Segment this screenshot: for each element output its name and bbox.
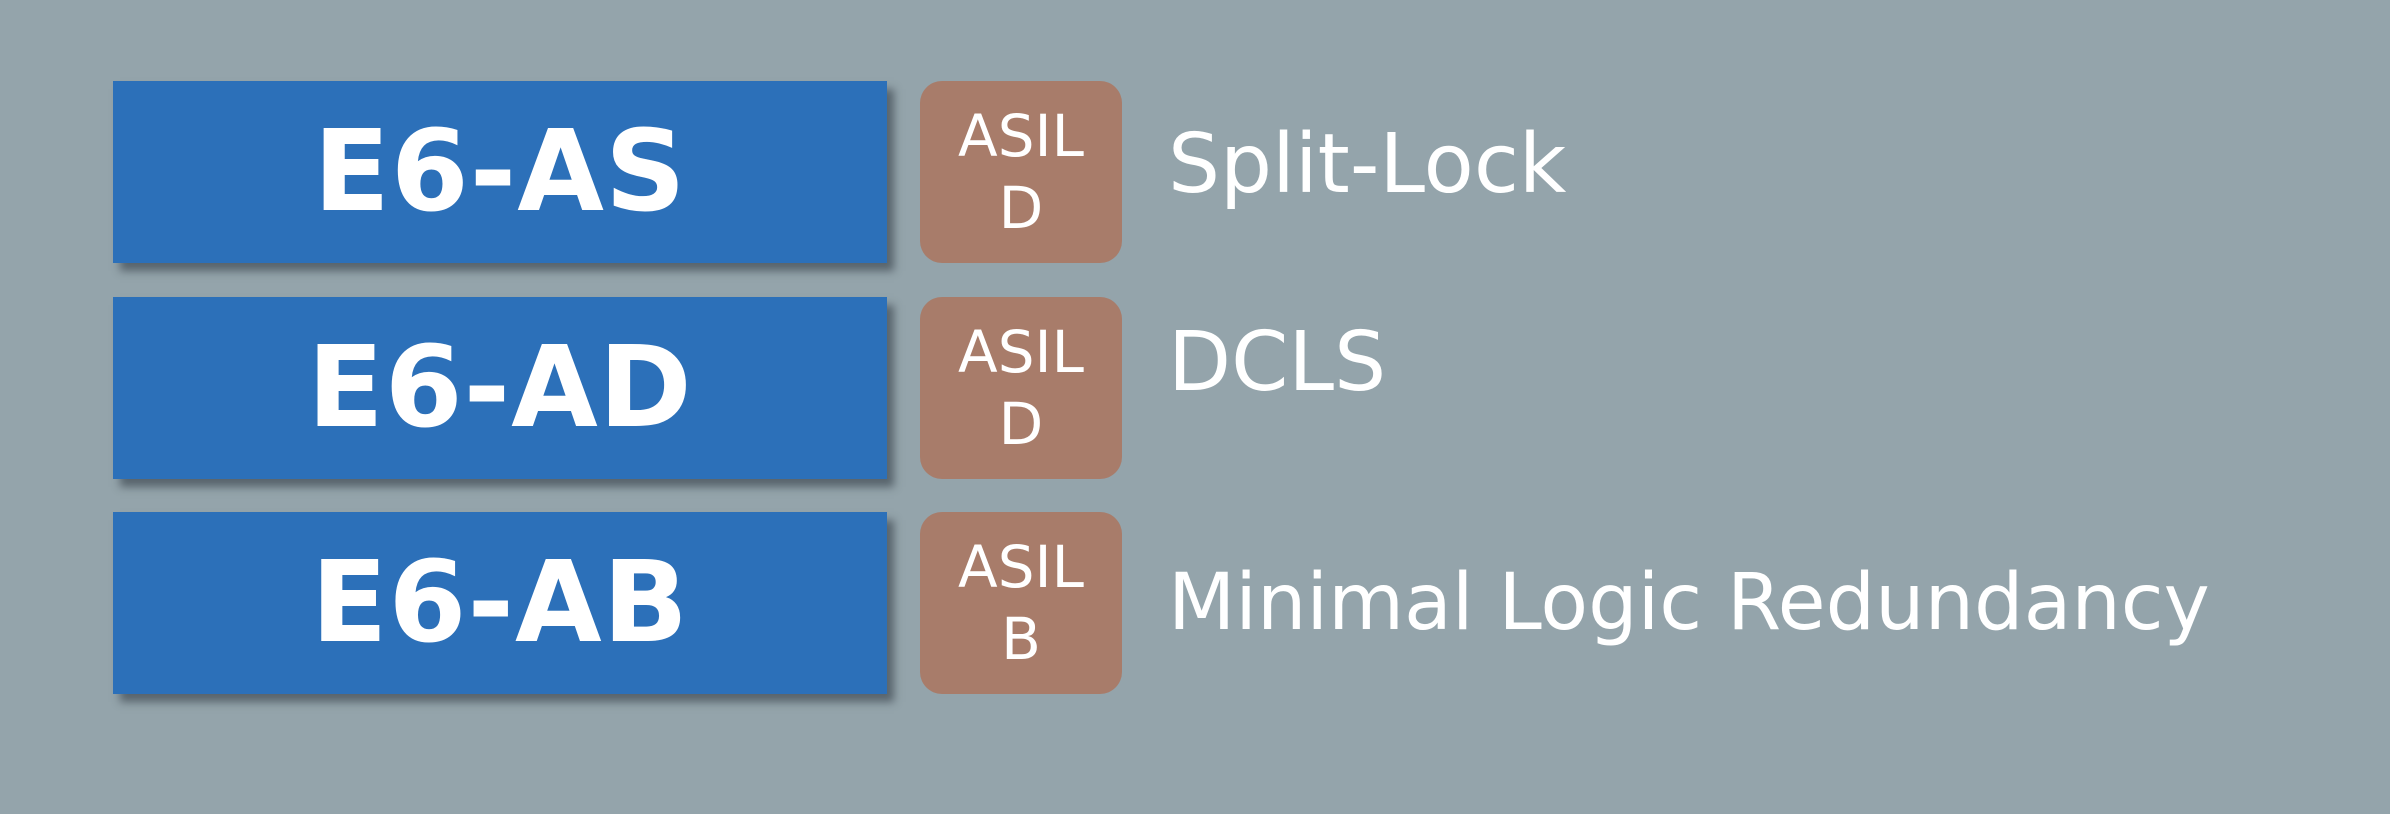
asil-badge-label: ASIL bbox=[958, 318, 1084, 386]
variant-row-e6-ad: E6-AD ASIL D DCLS bbox=[0, 297, 2390, 479]
variant-description: Split-Lock bbox=[1168, 116, 1567, 212]
variant-label-box: E6-AD bbox=[113, 297, 887, 479]
asil-badge-label: ASIL bbox=[958, 102, 1084, 170]
asil-badge: ASIL D bbox=[920, 297, 1122, 479]
variant-row-e6-as: E6-AS ASIL D Split-Lock bbox=[0, 81, 2390, 263]
asil-badge-level: B bbox=[1001, 605, 1041, 673]
asil-badge: ASIL D bbox=[920, 81, 1122, 263]
asil-badge-level: D bbox=[998, 390, 1044, 458]
variant-label-box: E6-AB bbox=[113, 512, 887, 694]
asil-badge-label: ASIL bbox=[958, 533, 1084, 601]
variant-description: Minimal Logic Redundancy bbox=[1168, 558, 2210, 648]
variant-description: DCLS bbox=[1168, 314, 1387, 410]
variant-label-box: E6-AS bbox=[113, 81, 887, 263]
asil-badge-level: D bbox=[998, 174, 1044, 242]
variant-row-e6-ab: E6-AB ASIL B Minimal Logic Redundancy bbox=[0, 512, 2390, 694]
asil-badge: ASIL B bbox=[920, 512, 1122, 694]
